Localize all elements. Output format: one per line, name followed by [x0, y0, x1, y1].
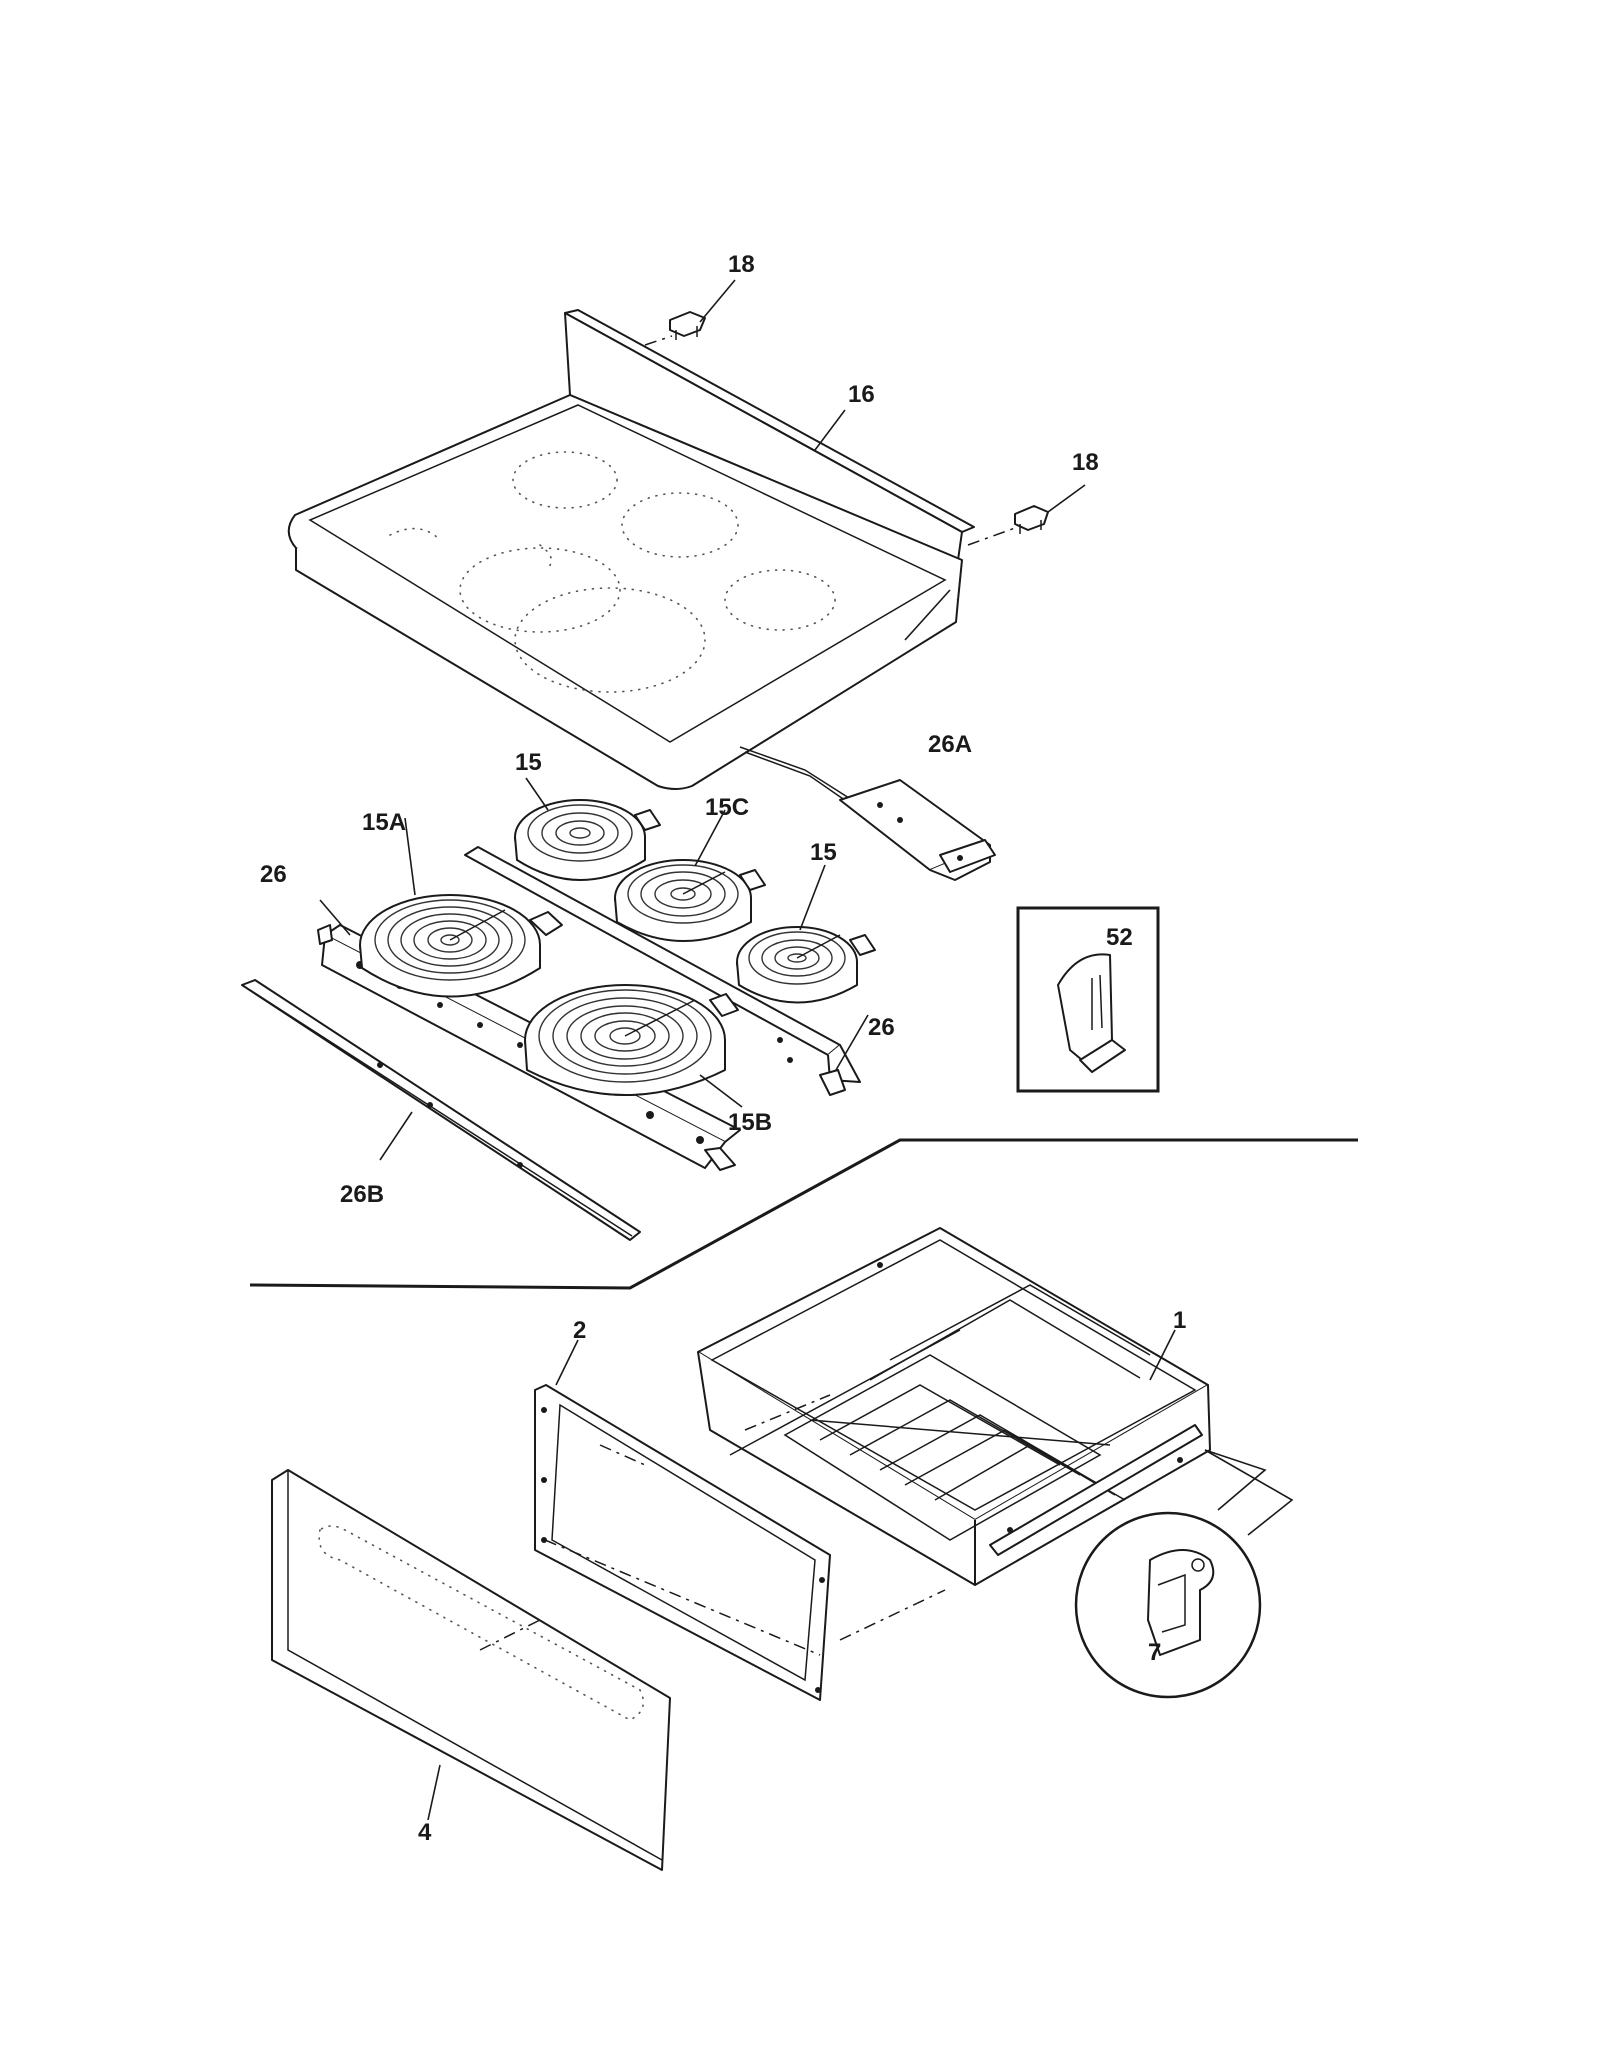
callout-18-left: 18	[728, 251, 755, 278]
top-clip-left	[669, 311, 706, 340]
inset-circle-7	[1074, 1511, 1262, 1699]
burner-15c	[614, 859, 766, 942]
burner-15b	[524, 984, 739, 1096]
callout-26b: 26B	[340, 1181, 384, 1208]
top-clip-right	[1014, 505, 1049, 534]
callout-15-top: 15	[515, 749, 542, 776]
callout-7: 7	[1148, 1639, 1161, 1666]
drawer-body	[697, 1227, 1211, 1586]
section-divider-line	[249, 1138, 1358, 1290]
terminal-block-26a	[839, 779, 996, 881]
callout-4: 4	[418, 1819, 432, 1846]
callout-18-right: 18	[1072, 449, 1099, 476]
callout-26-right: 26	[868, 1014, 895, 1041]
leader-lines	[319, 279, 1176, 1821]
burner-15a	[359, 894, 563, 998]
callout-52: 52	[1106, 924, 1133, 951]
trim-rail-26b	[241, 979, 641, 1241]
callout-1: 1	[1173, 1307, 1186, 1334]
callout-15b: 15B	[728, 1109, 772, 1136]
callout-15a: 15A	[362, 809, 406, 836]
callout-16: 16	[848, 381, 875, 408]
cooktop-glass-top	[287, 309, 975, 813]
drawer-front-panel	[271, 1469, 671, 1871]
callout-2: 2	[573, 1317, 586, 1344]
drawer-inner-frame	[534, 1384, 831, 1701]
callout-15-right: 15	[810, 839, 837, 866]
callout-26-left: 26	[260, 861, 287, 888]
inset-box-52	[1016, 906, 1160, 1093]
burner-15-right	[736, 926, 876, 1004]
burner-15-top	[514, 799, 661, 881]
callout-15c: 15C	[705, 794, 749, 821]
callout-26a: 26A	[928, 731, 972, 758]
